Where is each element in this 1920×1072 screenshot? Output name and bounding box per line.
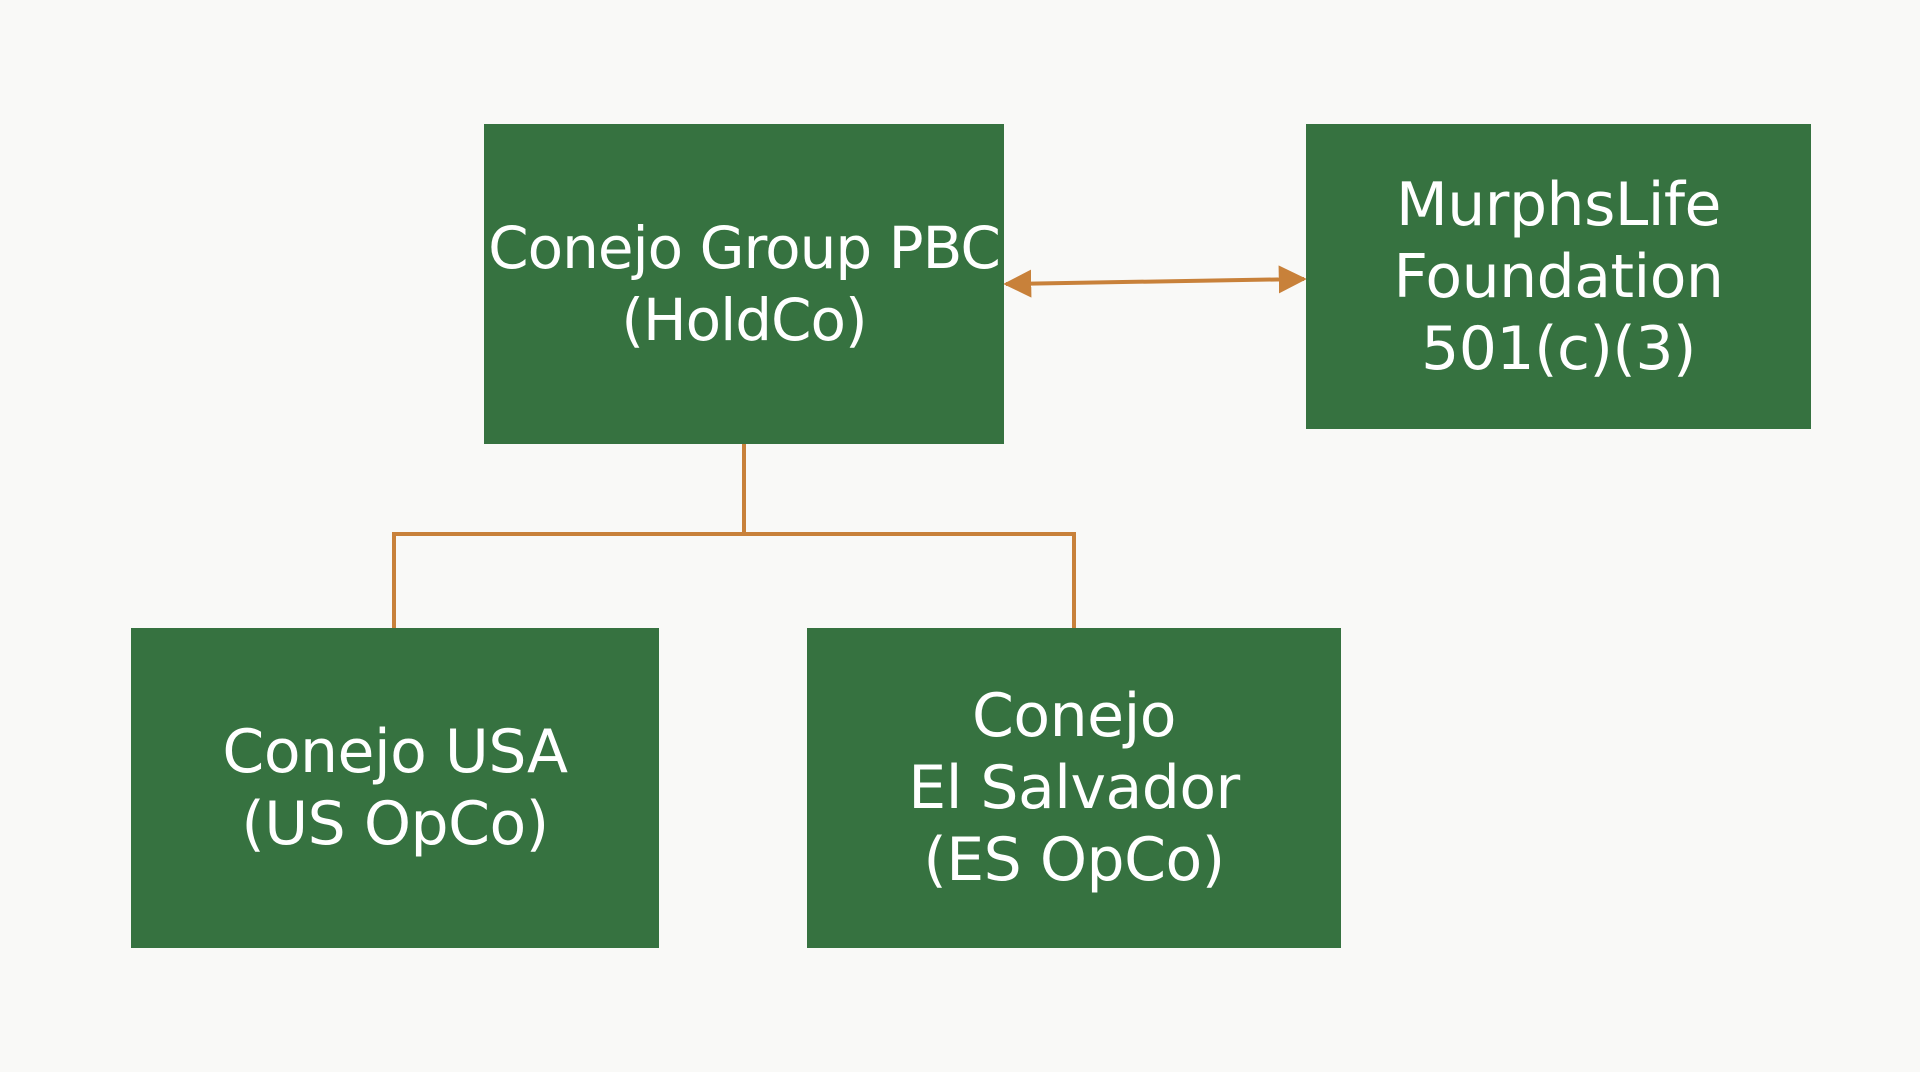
holdco-node: Conejo Group PBC (HoldCo) — [484, 124, 1004, 444]
es-opco-name-line2: El Salvador — [908, 753, 1240, 823]
us-opco-node: Conejo USA (US OpCo) — [131, 628, 659, 948]
es-opco-name-line1: Conejo — [972, 681, 1176, 751]
us-opco-type: (US OpCo) — [241, 789, 549, 859]
es-opco-node: Conejo El Salvador (ES OpCo) — [807, 628, 1341, 948]
foundation-name-line1: MurphsLife — [1396, 169, 1721, 240]
es-opco-type: (ES OpCo) — [923, 825, 1225, 895]
opco-branch-line — [392, 532, 1076, 628]
foundation-name-line2: Foundation — [1393, 241, 1724, 312]
us-opco-name: Conejo USA — [222, 717, 568, 787]
holdco-name: Conejo Group PBC — [488, 214, 1001, 282]
holdco-type: (HoldCo) — [621, 286, 867, 354]
foundation-node: MurphsLife Foundation 501(c)(3) — [1306, 124, 1811, 429]
foundation-type: 501(c)(3) — [1421, 313, 1696, 384]
holdco-foundation-arrow — [1003, 265, 1307, 298]
